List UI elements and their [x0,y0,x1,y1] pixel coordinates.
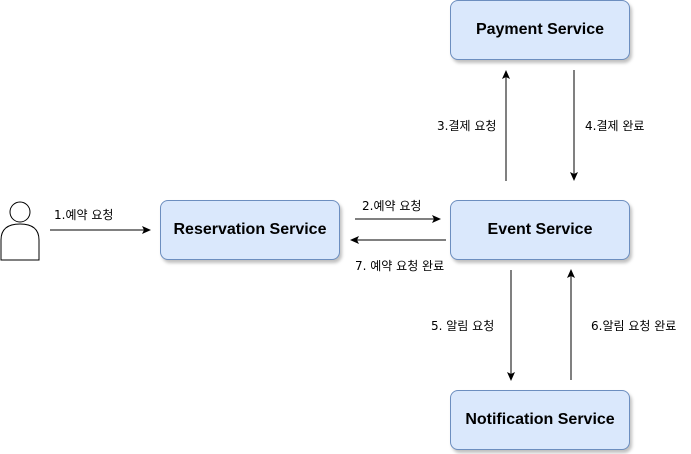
payment-service-node: Payment Service [450,0,630,60]
notification-service-node: Notification Service [450,390,630,450]
reservation-service-label: Reservation Service [173,221,327,238]
event-service-label: Event Service [487,221,593,238]
edge-label-7: 7. 예약 요청 완료 [355,259,445,273]
edge-label-2: 2.예약 요청 [362,199,422,213]
edge-label-3: 3.결제 요청 [437,119,497,133]
user-icon [0,201,40,261]
edge-label-1: 1.예약 요청 [54,208,114,222]
edge-label-5: 5. 알림 요청 [431,319,495,333]
reservation-service-node: Reservation Service [160,200,340,260]
notification-service-label: Notification Service [465,411,615,428]
edge-label-6: 6.알림 요청 완료 [591,319,677,333]
event-service-node: Event Service [450,200,630,260]
payment-service-label: Payment Service [475,21,605,38]
edge-label-4: 4.결제 완료 [585,119,645,133]
